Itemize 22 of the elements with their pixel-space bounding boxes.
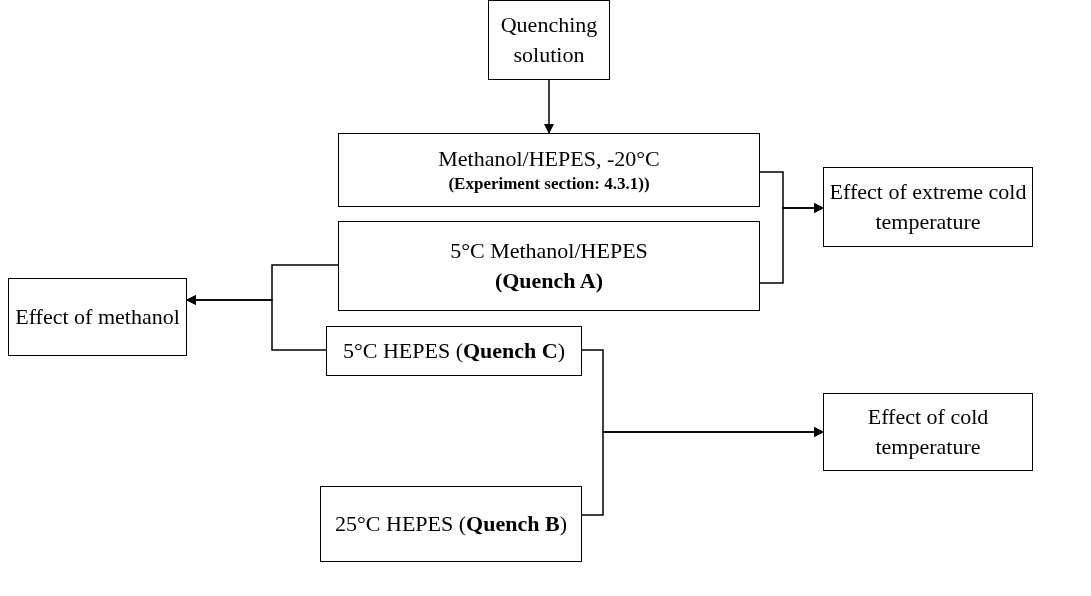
box-label: 25°C HEPES (Quench B) — [335, 510, 567, 539]
box-label: Effect of methanol — [15, 303, 180, 332]
box-label: Quenching solution — [499, 11, 599, 69]
box-label: Effect of cold temperature — [866, 403, 990, 461]
box-label: 5°C Methanol/HEPES — [450, 237, 648, 266]
process-box — [8, 278, 187, 356]
process-box — [823, 393, 1033, 471]
arrow — [581, 427, 824, 516]
arrow — [759, 203, 824, 284]
arrow — [186, 295, 327, 351]
box-label: Effect of extreme cold temperature — [828, 178, 1028, 236]
box-label: 5°C HEPES (Quench C) — [342, 337, 566, 366]
box-label: Methanol/HEPES, -20°C — [438, 144, 660, 173]
process-box — [823, 167, 1033, 247]
process-box — [488, 0, 610, 80]
process-box — [338, 133, 760, 207]
process-box — [326, 326, 582, 376]
box-label: (Experiment section: 4.3.1)) — [448, 173, 650, 196]
process-box — [320, 486, 582, 562]
arrow — [544, 79, 554, 134]
box-label: (Quench A) — [494, 267, 604, 295]
process-box — [338, 221, 760, 311]
